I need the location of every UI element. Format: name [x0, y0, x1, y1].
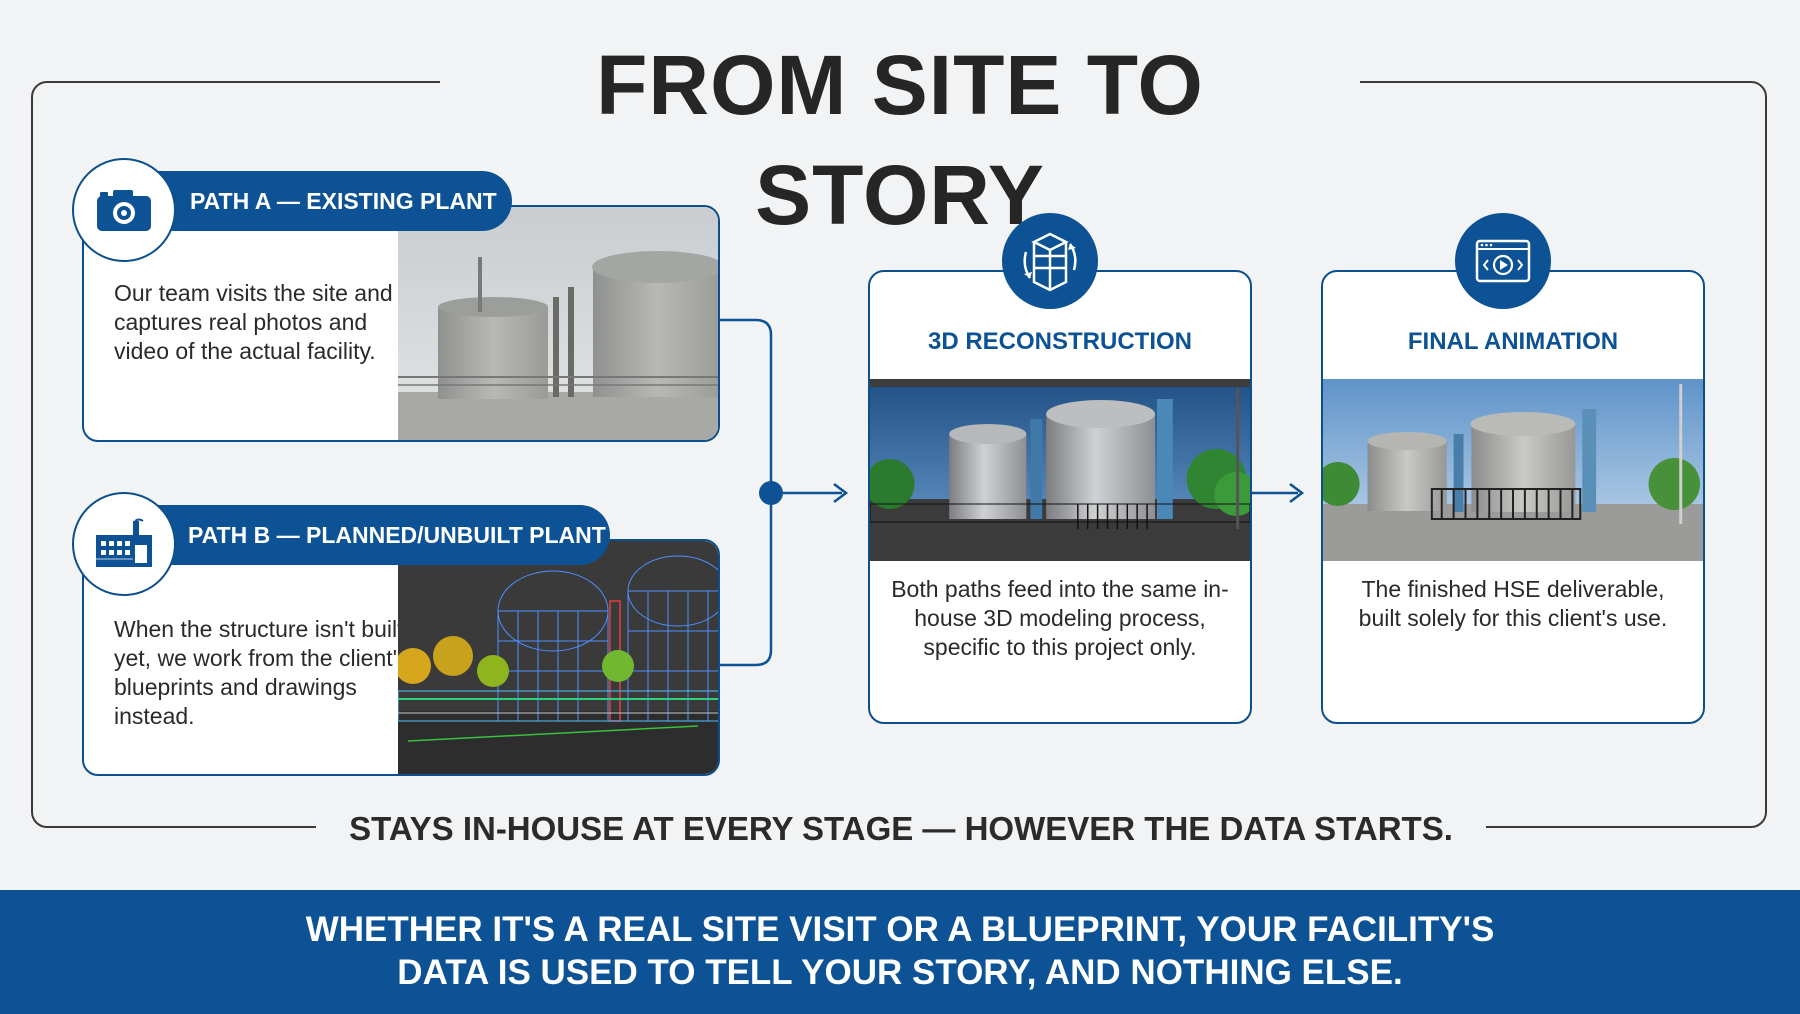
- path-b-card: When the structure isn't built yet, we w…: [82, 539, 720, 776]
- final-animation-render: [1323, 379, 1703, 561]
- path-b-icon-badge: [72, 492, 176, 596]
- blueprint-wireframe-render: [398, 541, 718, 774]
- stage-3d-description: Both paths feed into the same in-house 3…: [891, 576, 1229, 660]
- path-a-icon-badge: [72, 158, 176, 262]
- path-a-description: Our team visits the site and captures re…: [114, 280, 393, 364]
- existing-plant-photo: [398, 207, 718, 440]
- camera-icon: [97, 190, 151, 231]
- stage-final-icon-badge: [1455, 213, 1551, 309]
- stays-in-house-caption: STAYS IN-HOUSE AT EVERY STAGE — HOWEVER …: [316, 804, 1486, 854]
- 3d-reconstruction-render: [870, 379, 1250, 561]
- path-b-label: PATH B — PLANNED/UNBUILT PLANT: [140, 505, 610, 565]
- path-a-label: PATH A — EXISTING PLANT: [140, 171, 512, 231]
- stage-final-animation-card: FINAL ANIMATION The fini: [1321, 270, 1705, 724]
- banner-line-2: DATA IS USED TO TELL YOUR STORY, AND NOT…: [397, 953, 1403, 992]
- stage-final-title: FINAL ANIMATION: [1407, 328, 1619, 355]
- stage-3d-title: 3D RECONSTRUCTION: [927, 328, 1192, 355]
- stage-3d-reconstruction-card: 3D RECONSTRUCTION Both paths: [868, 270, 1252, 724]
- path-a-card: Our team visits the site and captures re…: [82, 205, 720, 442]
- stage-final-description: The finished HSE deliverable, built sole…: [1358, 576, 1668, 631]
- stage-3d-icon-badge: [1002, 213, 1098, 309]
- factory-blueprint-icon: [96, 518, 152, 567]
- video-play-icon: [1475, 239, 1531, 283]
- page-title: FROM SITE TO STORY: [440, 30, 1360, 242]
- bottom-banner: WHETHER IT'S A REAL SITE VISIT OR A BLUE…: [0, 890, 1800, 1014]
- 3d-model-icon: [1023, 232, 1077, 292]
- path-b-description: When the structure isn't built yet, we w…: [114, 616, 409, 729]
- banner-line-1: WHETHER IT'S A REAL SITE VISIT OR A BLUE…: [305, 910, 1495, 949]
